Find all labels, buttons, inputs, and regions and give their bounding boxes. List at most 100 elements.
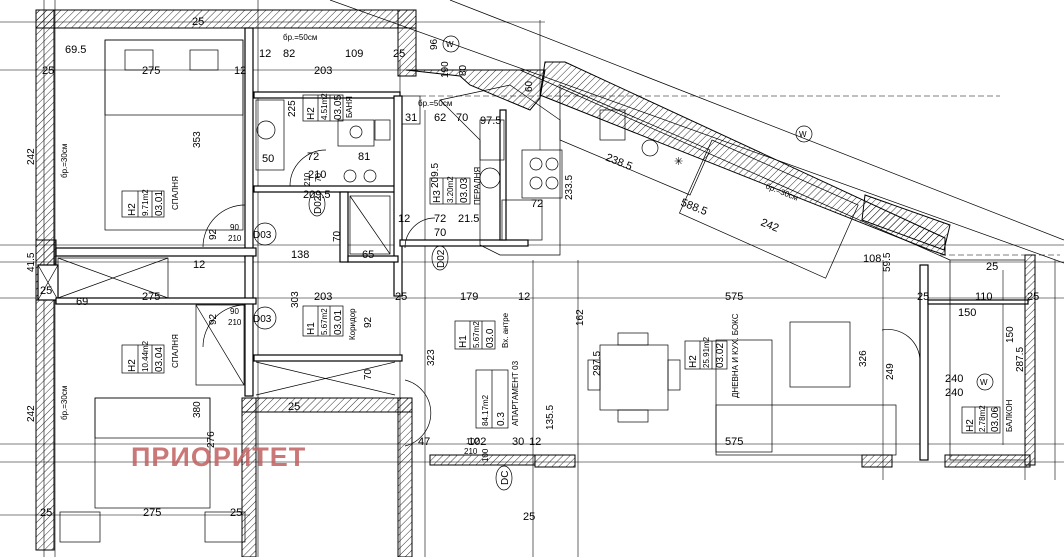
svg-text:10.44m2: 10.44m2 — [141, 340, 150, 372]
svg-text:W: W — [799, 130, 807, 139]
dining-table — [587, 332, 681, 423]
svg-text:12: 12 — [234, 65, 246, 77]
svg-text:D02: D02 — [436, 249, 447, 268]
svg-text:Коридор: Коридор — [348, 308, 357, 340]
svg-text:238.5: 238.5 — [604, 152, 634, 173]
svg-text:АПАРТАМЕНТ 03: АПАРТАМЕНТ 03 — [511, 360, 520, 426]
svg-text:H2: H2 — [688, 355, 699, 368]
svg-text:92: 92 — [208, 228, 219, 240]
svg-text:90: 90 — [230, 307, 239, 316]
door-tag: D03 — [253, 306, 277, 330]
door-tag: D02 — [431, 245, 449, 271]
svg-text:210: 210 — [228, 234, 242, 243]
svg-text:82: 82 — [283, 48, 295, 60]
svg-text:108: 108 — [863, 253, 881, 265]
svg-text:100: 100 — [481, 448, 490, 462]
svg-text:41.5: 41.5 — [26, 252, 37, 272]
svg-text:СПАЛНЯ: СПАЛНЯ — [171, 334, 180, 368]
svg-text:СПАЛНЯ: СПАЛНЯ — [171, 176, 180, 210]
svg-text:03.06: 03.06 — [990, 407, 1001, 432]
door-marks: D03 D03 D02 D02 DC 90 210 90 210 70 210 … — [228, 172, 513, 491]
svg-text:бр.=50см: бр.=50см — [283, 33, 317, 42]
svg-text:72: 72 — [307, 151, 319, 163]
svg-text:0.3: 0.3 — [496, 412, 507, 426]
svg-text:5.67m2: 5.67m2 — [320, 308, 329, 335]
svg-text:D03: D03 — [253, 314, 272, 325]
svg-text:249: 249 — [885, 363, 896, 380]
svg-text:3.20m2: 3.20m2 — [446, 176, 455, 203]
svg-text:60: 60 — [524, 80, 535, 92]
svg-text:12: 12 — [193, 259, 205, 271]
svg-text:70: 70 — [434, 227, 446, 239]
door-tag: D02 — [308, 191, 326, 217]
svg-text:БАНЯ: БАНЯ — [345, 96, 354, 118]
svg-text:бр.=30см: бр.=30см — [60, 144, 69, 178]
room-label-bathroom: H2 4.51m2 03.05 БАНЯ — [302, 93, 354, 122]
svg-text:240: 240 — [945, 373, 963, 385]
walls — [35, 9, 1036, 557]
svg-text:H3: H3 — [432, 190, 443, 203]
wardrobe-1 — [57, 257, 169, 299]
vertical-dimension-labels: 242 353 225 209.5 41.5 303 242 380 276 9… — [26, 38, 1026, 448]
svg-text:84.17m2: 84.17m2 — [481, 394, 490, 426]
svg-text:275: 275 — [142, 65, 160, 77]
svg-text:25: 25 — [230, 507, 242, 519]
svg-text:276: 276 — [206, 431, 217, 448]
svg-text:31: 31 — [405, 112, 417, 124]
svg-text:H2: H2 — [127, 203, 138, 216]
door-tag: DC — [495, 465, 513, 491]
svg-text:242: 242 — [26, 405, 37, 422]
svg-text:69: 69 — [76, 296, 88, 308]
svg-text:65: 65 — [362, 249, 374, 261]
svg-text:210: 210 — [308, 169, 326, 181]
room-label-balcony: H2 2.78m2 03.06 БАЛКОН — [961, 399, 1014, 434]
svg-text:бр.=50см: бр.=50см — [418, 99, 452, 108]
room-labels: H2 9.71m2 03.01 СПАЛНЯ H2 4.51m2 03.05 Б… — [121, 93, 1014, 434]
svg-text:25: 25 — [40, 507, 52, 519]
svg-text:150: 150 — [1005, 326, 1016, 343]
room-label-entrance: H1 5.67m2 03.0 Вх. антре — [454, 312, 510, 350]
svg-text:69.5: 69.5 — [65, 44, 86, 56]
svg-text:25: 25 — [395, 291, 407, 303]
svg-text:D02: D02 — [313, 195, 324, 214]
svg-text:242: 242 — [759, 217, 781, 235]
bathroom-fixtures — [255, 95, 505, 255]
door-tag: D03 — [253, 222, 277, 246]
svg-text:72: 72 — [434, 213, 446, 225]
room-label-living: H2 25.91m2 03.02 ДНЕВНА И КУХ. БОКС — [684, 313, 740, 398]
svg-text:240: 240 — [945, 387, 963, 399]
apartment-label: 84.17m2 0.3 АПАРТАМЕНТ 03 — [475, 360, 520, 429]
svg-text:210: 210 — [228, 318, 242, 327]
svg-text:03.0: 03.0 — [485, 328, 496, 348]
svg-text:бр.=30см: бр.=30см — [60, 386, 69, 420]
svg-text:138: 138 — [291, 249, 309, 261]
svg-text:80: 80 — [458, 64, 469, 76]
svg-text:70: 70 — [314, 173, 323, 182]
svg-text:135.5: 135.5 — [545, 405, 556, 430]
svg-text:Вх. антре: Вх. антре — [501, 312, 510, 348]
svg-text:30: 30 — [512, 436, 524, 448]
svg-text:59.5: 59.5 — [882, 252, 893, 272]
watermark-text: ПРИОРИТЕТ — [131, 442, 306, 472]
svg-text:275: 275 — [143, 507, 161, 519]
svg-text:D03: D03 — [253, 230, 272, 241]
svg-text:210: 210 — [303, 172, 312, 186]
svg-text:4.51m2: 4.51m2 — [320, 93, 329, 120]
svg-text:H2: H2 — [306, 107, 317, 120]
svg-text:110: 110 — [975, 291, 993, 303]
svg-text:102: 102 — [468, 436, 486, 448]
svg-text:353: 353 — [192, 131, 203, 148]
svg-text:12: 12 — [259, 48, 271, 60]
axis-marks: W W W — [442, 35, 994, 391]
bed-1 — [104, 39, 244, 231]
svg-text:W: W — [446, 40, 454, 49]
svg-text:21.5: 21.5 — [458, 213, 479, 225]
svg-text:25: 25 — [40, 285, 52, 297]
svg-text:03.01: 03.01 — [154, 191, 165, 216]
wardrobe-2 — [195, 304, 245, 386]
svg-text:12: 12 — [398, 213, 410, 225]
room-label-corridor: H1 5.67m2 03.01 Коридор — [302, 305, 357, 340]
stove-icon — [521, 149, 563, 199]
svg-text:DC: DC — [500, 471, 511, 485]
